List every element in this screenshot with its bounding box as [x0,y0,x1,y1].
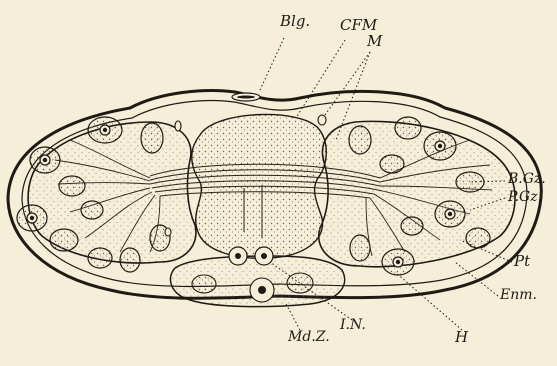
label-pyriform-ganglion-cells: P.Gz. [508,190,542,204]
label-blood-vessel: Blg. [280,14,310,29]
label-bipolar-ganglion-cells: B.Gz. [508,172,546,186]
label-muscle: M [367,34,382,49]
label-median-zone: Md.Z. [288,330,330,344]
label-pt: Pt [514,254,530,269]
label-enm: Enm. [500,288,537,302]
label-interneuron: I.N. [340,318,366,332]
label-central-fibre-mass: CFM [340,18,377,33]
label-h: H [455,330,468,345]
